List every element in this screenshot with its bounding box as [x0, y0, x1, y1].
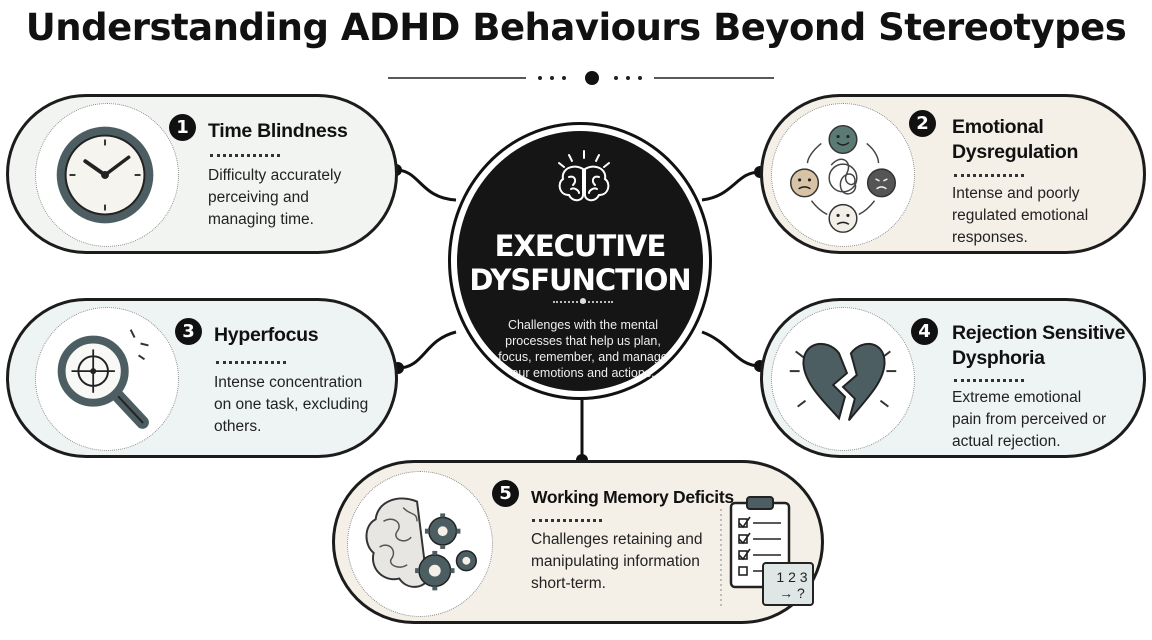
card-description: Intense and poorly regulated emotional r… — [952, 185, 1089, 246]
card-description: Extreme emotional pain from perceived or… — [952, 389, 1107, 450]
dotted-separator — [216, 361, 286, 364]
center-disc: EXECUTIVE DYSFUNCTION Challenges with th… — [457, 131, 703, 391]
icon-frame — [35, 103, 179, 247]
card-description: Challenges retaining and manipulating in… — [531, 531, 703, 592]
card-hyperfocus: 3 Hyperfocus Intense concentration on on… — [6, 298, 398, 458]
clipboard-checklist-icon — [720, 496, 814, 607]
icon-frame — [347, 471, 493, 617]
clipboard-note-line1: 1 2 3 — [776, 569, 808, 585]
broken-heart-icon — [789, 343, 897, 422]
card-title: Rejection Sensitive Dysphoria — [952, 322, 1126, 369]
dotted-separator — [954, 379, 1024, 382]
brain-gears-icon — [365, 497, 477, 591]
card-time-blindness: 1 Time Blindness Difficulty accurately p… — [6, 94, 398, 254]
card-description: Difficulty accurately perceiving and man… — [208, 167, 342, 228]
dotted-separator — [954, 174, 1024, 177]
card-title: Time Blindness — [208, 120, 348, 142]
card-title: Hyperfocus — [214, 324, 319, 346]
center-separator-dot — [580, 298, 586, 304]
center-executive-dysfunction: EXECUTIVE DYSFUNCTION Challenges with th… — [448, 122, 712, 400]
card-description: Intense concentration on one task, exclu… — [214, 374, 369, 435]
step-number-4: 4 — [911, 318, 938, 345]
dotted-separator — [210, 154, 280, 157]
clock-icon — [56, 126, 154, 224]
page-title: Understanding ADHD Behaviours Beyond Ste… — [25, 6, 1127, 49]
card-rejection-sensitive-dysphoria: 4 Rejection Sensitive Dysphoria Extreme … — [760, 298, 1146, 458]
clipboard-note-line2: → ? — [779, 585, 805, 601]
card-emotional-dysregulation: 2 Emotional Dysregulation Intense and po… — [760, 94, 1146, 254]
step-number-3: 3 — [175, 318, 202, 345]
icon-frame — [771, 307, 915, 451]
title-divider — [388, 71, 774, 85]
brain-icon — [558, 150, 610, 202]
center-title-line2: DYSFUNCTION — [469, 263, 691, 297]
dotted-separator — [532, 519, 602, 522]
icon-frame — [35, 307, 179, 451]
card-title: Working Memory Deficits — [531, 487, 734, 507]
card-title: Emotional Dysregulation — [952, 116, 1079, 163]
step-number-2: 2 — [909, 110, 936, 137]
icon-frame — [771, 103, 915, 247]
step-number-5: 5 — [492, 480, 519, 507]
center-description: Challenges with the mental processes tha… — [498, 318, 668, 380]
emotion-cycle-icon — [789, 124, 897, 233]
center-title-line1: EXECUTIVE — [494, 229, 667, 263]
step-number-1: 1 — [169, 114, 196, 141]
card-working-memory-deficits: 5 Working Memory Deficits Challenges ret… — [332, 460, 824, 624]
magnifier-target-icon — [57, 329, 149, 429]
